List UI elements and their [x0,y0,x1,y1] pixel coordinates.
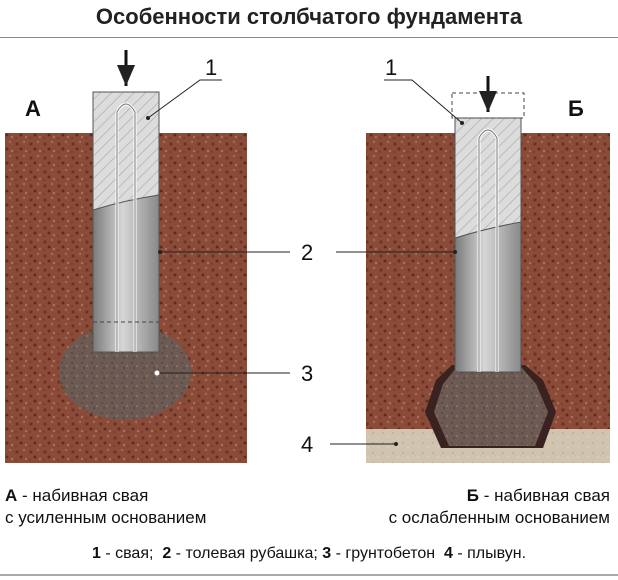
caption-a-letter: А [5,486,18,505]
caption-b-letter: Б [466,486,479,505]
roofing-jacket-a [92,194,160,353]
variant-a-letter: А [25,96,41,121]
roofing-jacket-b [454,221,522,373]
caption-b: Б - набивная свая с ослабленным основани… [388,486,610,527]
caption-a-line1: набивная свая [32,486,149,505]
title-divider [0,37,618,38]
callout-line-1b [384,79,463,124]
legend-num: 2 [162,545,172,562]
pile-top-b [454,117,522,239]
legend-num: 1 [91,545,101,562]
legend-text: плывун. [467,545,527,562]
variant-b-figure [330,76,610,463]
groundconcrete-base-b [434,368,548,446]
legend-text: свая; [115,545,154,562]
legend: 1 - свая; 2 - толевая рубашка; 3 - грунт… [91,545,527,562]
legend-num: 3 [322,545,332,562]
legend-text: грунтобетон [345,545,436,562]
bottom-divider [0,574,618,576]
callout-1b: 1 [385,55,398,80]
callout-1a: 1 [205,55,218,80]
callout-4: 4 [301,432,314,457]
caption-b-line2: с ослабленным основанием [388,508,610,527]
variant-a-figure [5,50,290,463]
variant-b-letter: Б [568,96,584,121]
callout-line-1a [147,79,222,119]
legend-num: 4 [443,545,453,562]
caption-b-line1: набивная свая [494,486,610,505]
callout-2: 2 [301,240,314,265]
callout-3: 3 [301,361,314,386]
page-title: Особенности столбчатого фундамента [95,4,523,29]
caption-a: А - набивная свая с усиленным основанием [5,486,207,527]
legend-text: толевая рубашка; [185,545,318,562]
pile-top-a [92,91,160,211]
caption-a-line2: с усиленным основанием [5,508,207,527]
